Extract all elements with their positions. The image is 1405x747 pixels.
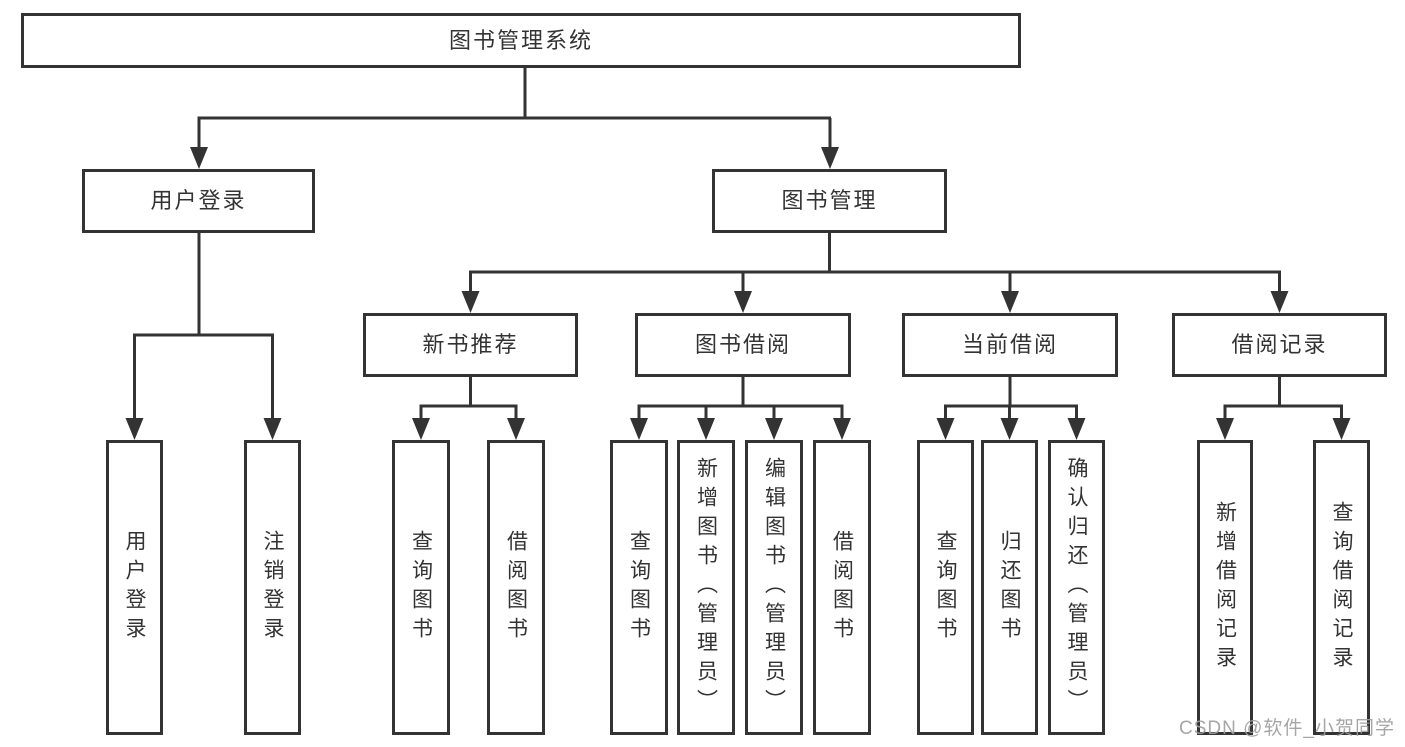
leaf-logout: 注销登录 [244, 440, 301, 735]
leaf-return-books: 归还图书 [981, 440, 1038, 735]
leaf-borrow-books: 借阅图书 [813, 440, 871, 735]
node-new-book-recommendation: 新书推荐 [363, 313, 578, 377]
leaf-query-books: 查询图书 [917, 440, 974, 735]
csdn-watermark: CSDN @软件_小贺同学 [1179, 718, 1395, 739]
leaf-query-borrow-record: 查询借阅记录 [1313, 440, 1370, 735]
node-label: 用户登录 [150, 188, 247, 213]
node-label: 图书管理系统 [448, 27, 593, 53]
leaf-borrow-books: 借阅图书 [487, 440, 545, 735]
node-user-login: 用户登录 [82, 169, 315, 233]
node-label: 新增图书（管理员） [694, 457, 718, 718]
node-label: 归还图书 [998, 529, 1021, 646]
connector-user-login-children [125, 233, 282, 440]
node-label: 图书管理 [781, 188, 878, 213]
leaf-add-books-admin: 新增图书（管理员） [677, 440, 735, 735]
leaf-add-borrow-record: 新增借阅记录 [1197, 440, 1253, 735]
node-label: 借阅记录 [1231, 332, 1328, 357]
node-label: 用户登录 [123, 529, 146, 646]
connector-new-book-rec-children [412, 377, 525, 440]
leaf-confirm-return-admin: 确认归还（管理员） [1048, 440, 1105, 735]
node-label: 查询借阅记录 [1330, 500, 1353, 675]
connector-root-to-level2 [190, 68, 839, 169]
node-label: 图书借阅 [694, 332, 791, 357]
node-book-borrowing: 图书借阅 [635, 313, 851, 377]
connector-book-mgmt-children [461, 233, 1289, 313]
connector-borrow-records-children [1216, 377, 1351, 440]
node-current-borrowing: 当前借阅 [902, 313, 1118, 377]
connector-book-borrow-children [630, 377, 851, 440]
node-label: 编辑图书（管理员） [762, 457, 786, 718]
node-label: 查询图书 [627, 529, 651, 646]
node-label: 当前借阅 [961, 332, 1058, 357]
node-system-root: 图书管理系统 [21, 13, 1021, 68]
connector-current-borrow-children [936, 377, 1086, 440]
node-borrowing-records: 借阅记录 [1172, 313, 1387, 377]
node-label: 查询图书 [409, 529, 433, 646]
leaf-user-login: 用户登录 [106, 440, 163, 735]
leaf-query-books: 查询图书 [392, 440, 450, 735]
leaf-edit-books-admin: 编辑图书（管理员） [745, 440, 803, 735]
node-label: 借阅图书 [504, 529, 528, 646]
leaf-query-books: 查询图书 [610, 440, 668, 735]
node-label: 确认归还（管理员） [1065, 457, 1088, 718]
node-label: 新增借阅记录 [1213, 500, 1237, 675]
node-label: 注销登录 [261, 529, 284, 646]
node-label: 新书推荐 [422, 332, 519, 357]
node-label: 借阅图书 [830, 529, 854, 646]
node-label: 查询图书 [934, 529, 957, 646]
node-book-management: 图书管理 [712, 169, 947, 233]
